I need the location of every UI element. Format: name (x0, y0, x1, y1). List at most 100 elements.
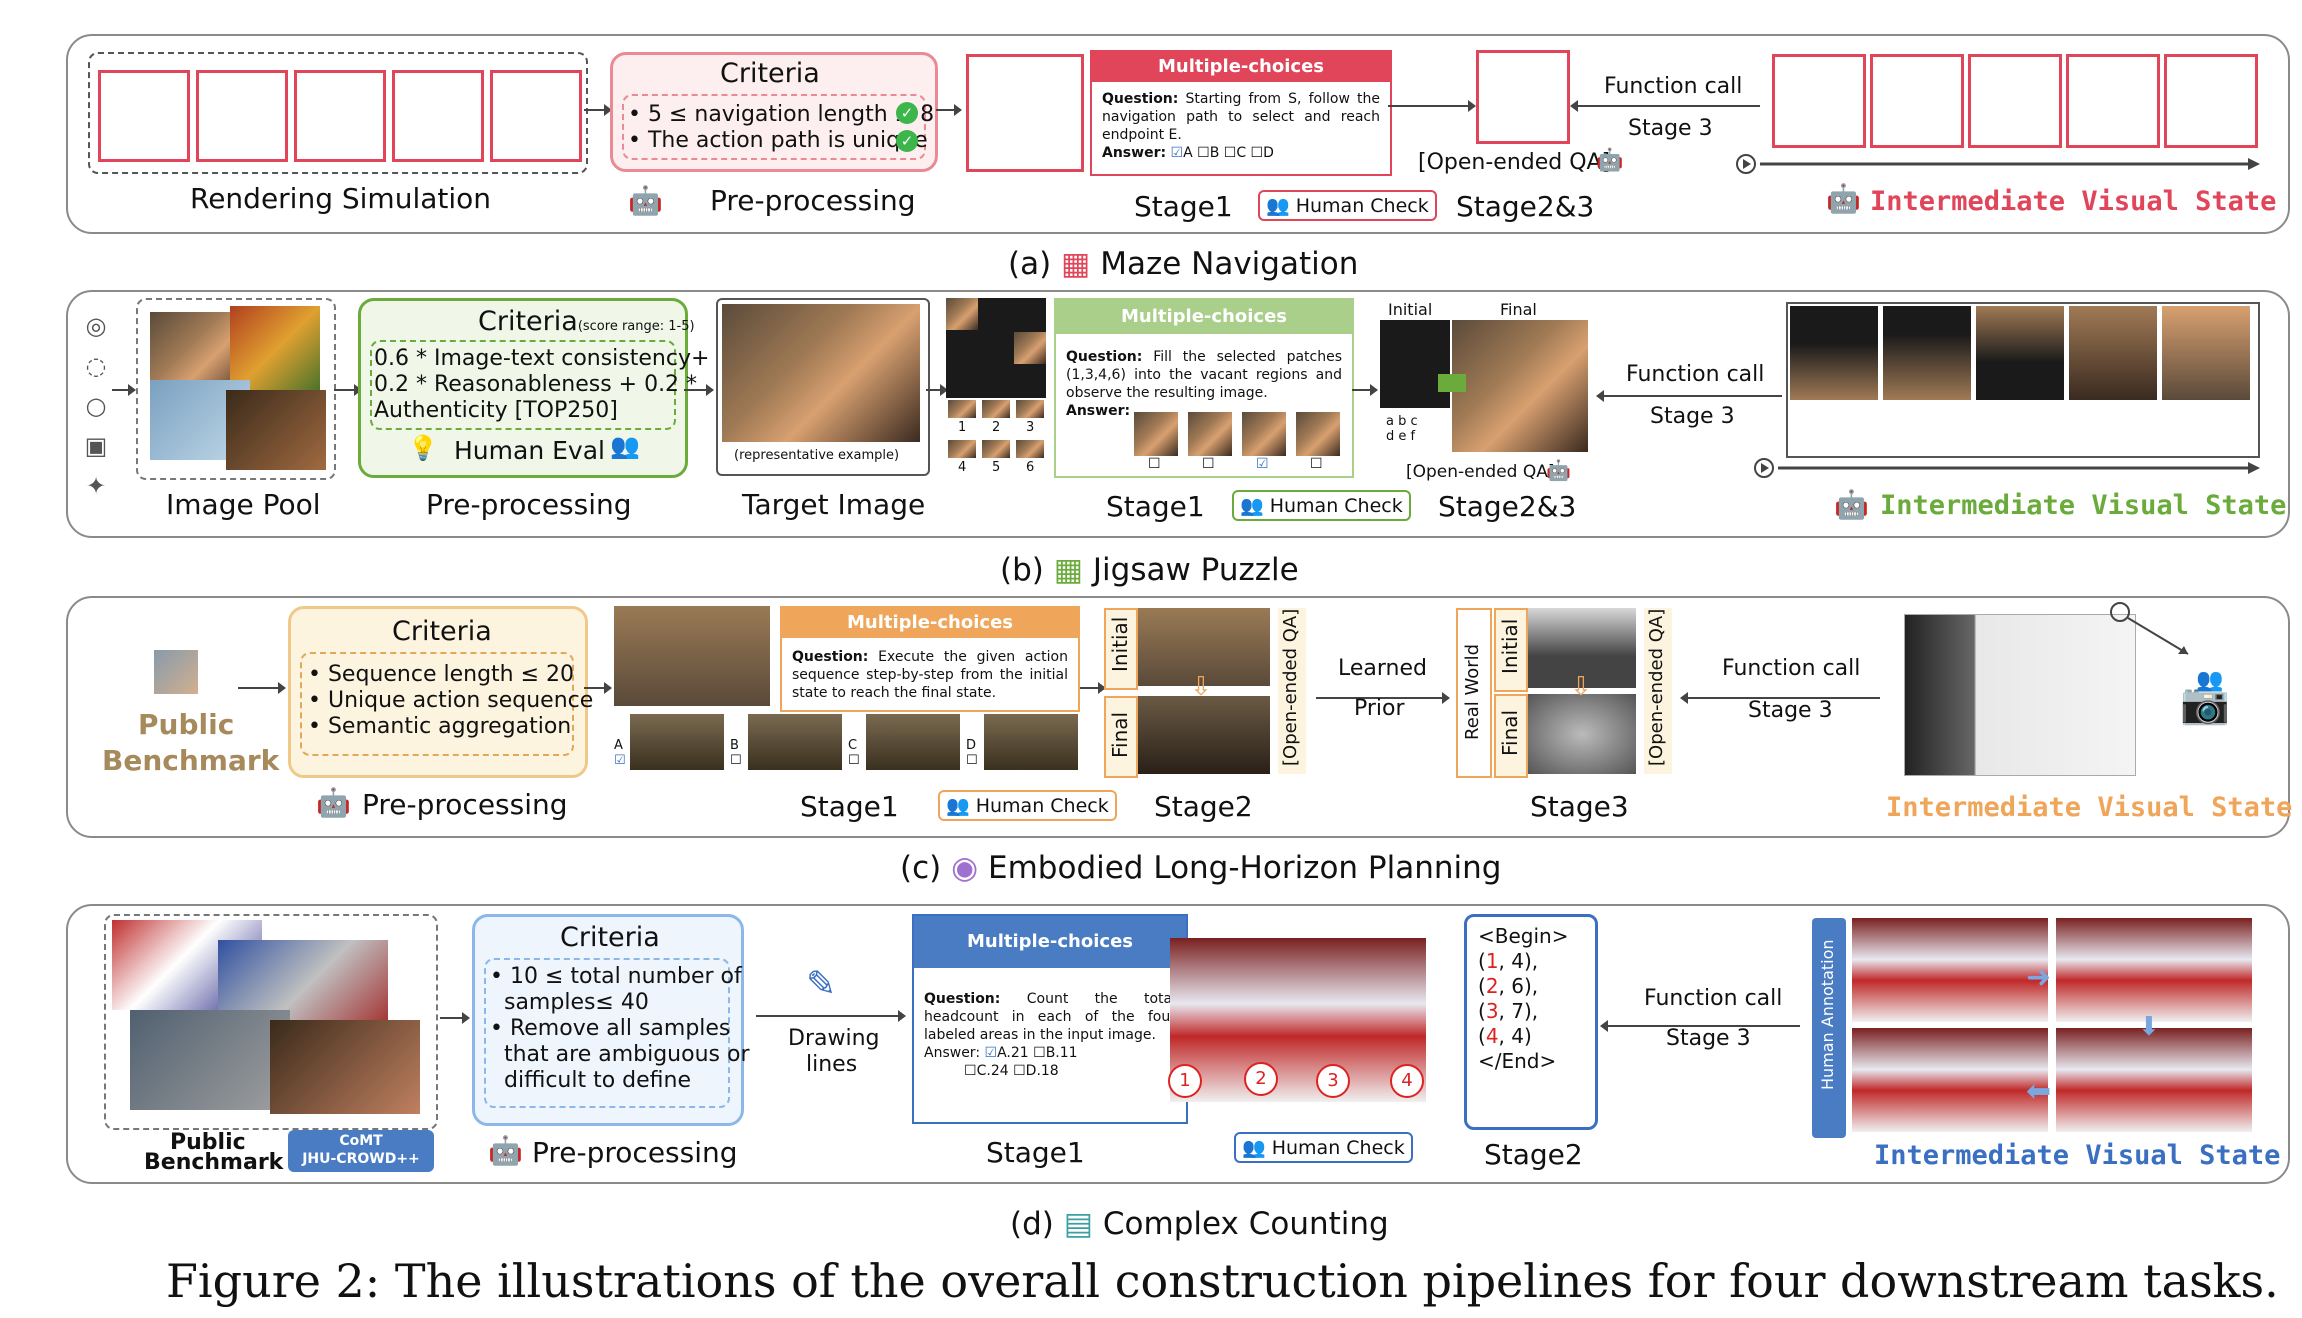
embodied-prior: Prior (1354, 696, 1405, 721)
ivs-puzzle (2162, 306, 2250, 400)
human-annotation-label: Human Annotation (1818, 939, 1837, 1090)
maze-stage23-label: Stage2&3 (1456, 190, 1595, 223)
counting-benchmark-label: Benchmark (144, 1150, 284, 1175)
arrow-icon (584, 682, 612, 694)
piece-num: 3 (1026, 420, 1035, 435)
embodied-s3-open-qa-tag (1644, 608, 1672, 774)
counting-criteria-2: samples≤ 40 (490, 990, 649, 1015)
pair-2: (2, 6), (1478, 974, 1539, 998)
embodied-option-d: D☐ (966, 738, 978, 768)
maze-icon: ▦ (1061, 246, 1091, 282)
arrow-icon (936, 104, 962, 116)
jigsaw-criteria-title: Criteria(score range: 1-5) (478, 306, 695, 337)
maze-thumb (196, 70, 288, 162)
embodied-s3-final-label: Final (1498, 709, 1522, 756)
camera-icon: 📷 (2180, 681, 2230, 727)
arrow-icon (684, 384, 714, 396)
puzzle-piece (982, 400, 1010, 418)
piece-num: 6 (1026, 460, 1035, 475)
people-icon: 👥 (610, 432, 640, 460)
jigsaw-criteria-1: 0.6 * Image-text consistency+ (374, 346, 710, 371)
counting-preprocessing-label: Pre-processing (532, 1136, 738, 1169)
crowd-photo (270, 1020, 420, 1114)
people-icon: 👥 (1240, 495, 1264, 517)
jigsaw-human-check: 👥 Human Check (1232, 490, 1411, 521)
ivs-hockey-1 (1852, 918, 2048, 1022)
embodied-criteria-dash (300, 652, 574, 756)
counting-mc-question: Question: Count the total headcount in e… (924, 991, 1177, 1079)
robot-icon: 🤖 (1834, 488, 1869, 521)
ivs-hockey-3 (1852, 1028, 2048, 1132)
embodied-s3-open-qa: [Open-ended QA] (1646, 608, 1667, 766)
drawing-label: Drawing (788, 1026, 880, 1051)
figure-caption: Figure 2: The illustrations of the overa… (166, 1254, 2279, 1308)
pair-1: (1, 4), (1478, 949, 1539, 973)
arrow-icon (756, 1010, 906, 1022)
maze-mc-question: Question: Starting from S, follow the na… (1102, 91, 1380, 161)
embodied-criteria-box (288, 606, 588, 778)
jigsaw-ivs-label: Intermediate Visual State (1880, 490, 2287, 521)
people-icon: 👥 (946, 795, 970, 817)
counting-caption: (d) ▤ Complex Counting (1010, 1206, 1389, 1242)
checkbox: ☐ (1202, 456, 1215, 472)
ivs-puzzle (1790, 306, 1878, 400)
embodied-final-image (1138, 696, 1270, 774)
jigsaw-function-call: Function call (1626, 362, 1765, 387)
embodied-option-image (866, 714, 960, 770)
pair-3: (3, 7), (1478, 999, 1539, 1023)
piece-num: 2 (992, 420, 1001, 435)
image-pool-label: Image Pool (166, 488, 321, 521)
ivs-puzzle (1976, 306, 2064, 400)
maze-thumb (392, 70, 484, 162)
embodied-stage2-final-tag (1104, 696, 1138, 778)
puzzle-piece (1016, 440, 1044, 458)
robot-icon: 🤖 (1826, 182, 1861, 215)
embodied-public-label: Public (138, 708, 235, 741)
checkbox-checked: ☑ (1170, 145, 1184, 161)
answer-option-image (1188, 412, 1232, 456)
puzzle-cell (946, 298, 978, 330)
robot-icon: 🤖 (1596, 148, 1624, 173)
maze-criteria-title: Criteria (720, 58, 820, 89)
maze-thumb (98, 70, 190, 162)
checkbox: ☐ (1310, 456, 1323, 472)
arrow-left-icon (1596, 390, 1782, 402)
piece-num: 5 (992, 460, 1001, 475)
ivs-hockey-4 (2056, 1028, 2252, 1132)
lightbulb-icon: 💡 (408, 434, 438, 462)
counting-ivs-label: Intermediate Visual State (1874, 1140, 2281, 1171)
piece-num: 4 (958, 460, 967, 475)
representative-label: (representative example) (734, 448, 900, 463)
embodied-final-label: Final (1108, 711, 1132, 758)
arrow-left-icon: ⬅ (2026, 1074, 2052, 1109)
answer-option-image (1242, 412, 1286, 456)
lines-label: lines (806, 1052, 858, 1077)
people-icon: 👥 (1242, 1137, 1266, 1159)
arrow-left-icon (1570, 100, 1760, 112)
ivs-maze (2164, 54, 2258, 148)
arrow-left-icon (1680, 692, 1880, 704)
maze-stage1-label: Stage1 (1134, 190, 1233, 223)
jigsaw-stage3: Stage 3 (1650, 404, 1735, 429)
maze-criteria-1: • 5 ≤ navigation length ≤ 8 (628, 102, 935, 127)
embodied-stage3-fc: Stage 3 (1748, 698, 1833, 723)
arrow-down-icon: ⇩ (1190, 672, 1212, 702)
arrow-left-icon (1600, 1020, 1800, 1032)
embodied-stage2-label: Stage2 (1154, 790, 1253, 823)
crowd-photo (130, 1010, 290, 1110)
maze-open-qa: [Open-ended QA] (1418, 150, 1611, 175)
human-eval-label: Human Eval (454, 436, 605, 465)
robot-icon: 🤖 (1546, 458, 1571, 482)
embodied-initial-label: Initial (1108, 616, 1132, 672)
public-benchmark-image (154, 650, 198, 694)
jigsaw-criteria-box (358, 298, 688, 478)
embodied-stage1-label: Stage1 (800, 790, 899, 823)
embodied-stage2-initial-tag (1104, 608, 1138, 690)
begin-token: <Begin> (1478, 924, 1569, 948)
counting-function-call: Function call (1644, 986, 1783, 1011)
counting-pool-group (104, 914, 438, 1130)
counting-mc-title: Multiple-choices (914, 916, 1186, 968)
counting-public-label: Public (170, 1130, 246, 1155)
ivs-puzzle (1883, 306, 1971, 400)
